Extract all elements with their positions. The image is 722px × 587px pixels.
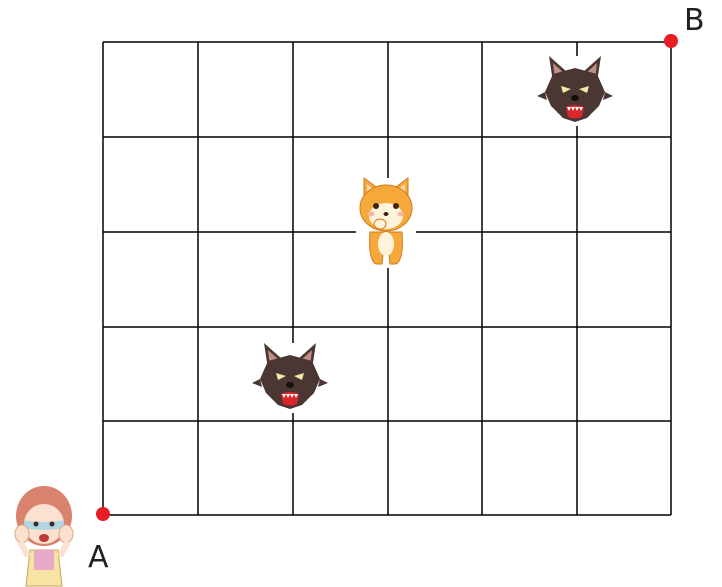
- point-a-label: A: [88, 540, 109, 575]
- point-b-marker: [664, 34, 678, 48]
- point-b-label: B: [684, 3, 705, 38]
- wolf-icon: [537, 56, 613, 126]
- wolf-icon: [252, 343, 328, 413]
- point-a-marker: [96, 507, 110, 521]
- shiba-dog-icon: [356, 178, 416, 268]
- scared-girl-icon: [15, 486, 73, 586]
